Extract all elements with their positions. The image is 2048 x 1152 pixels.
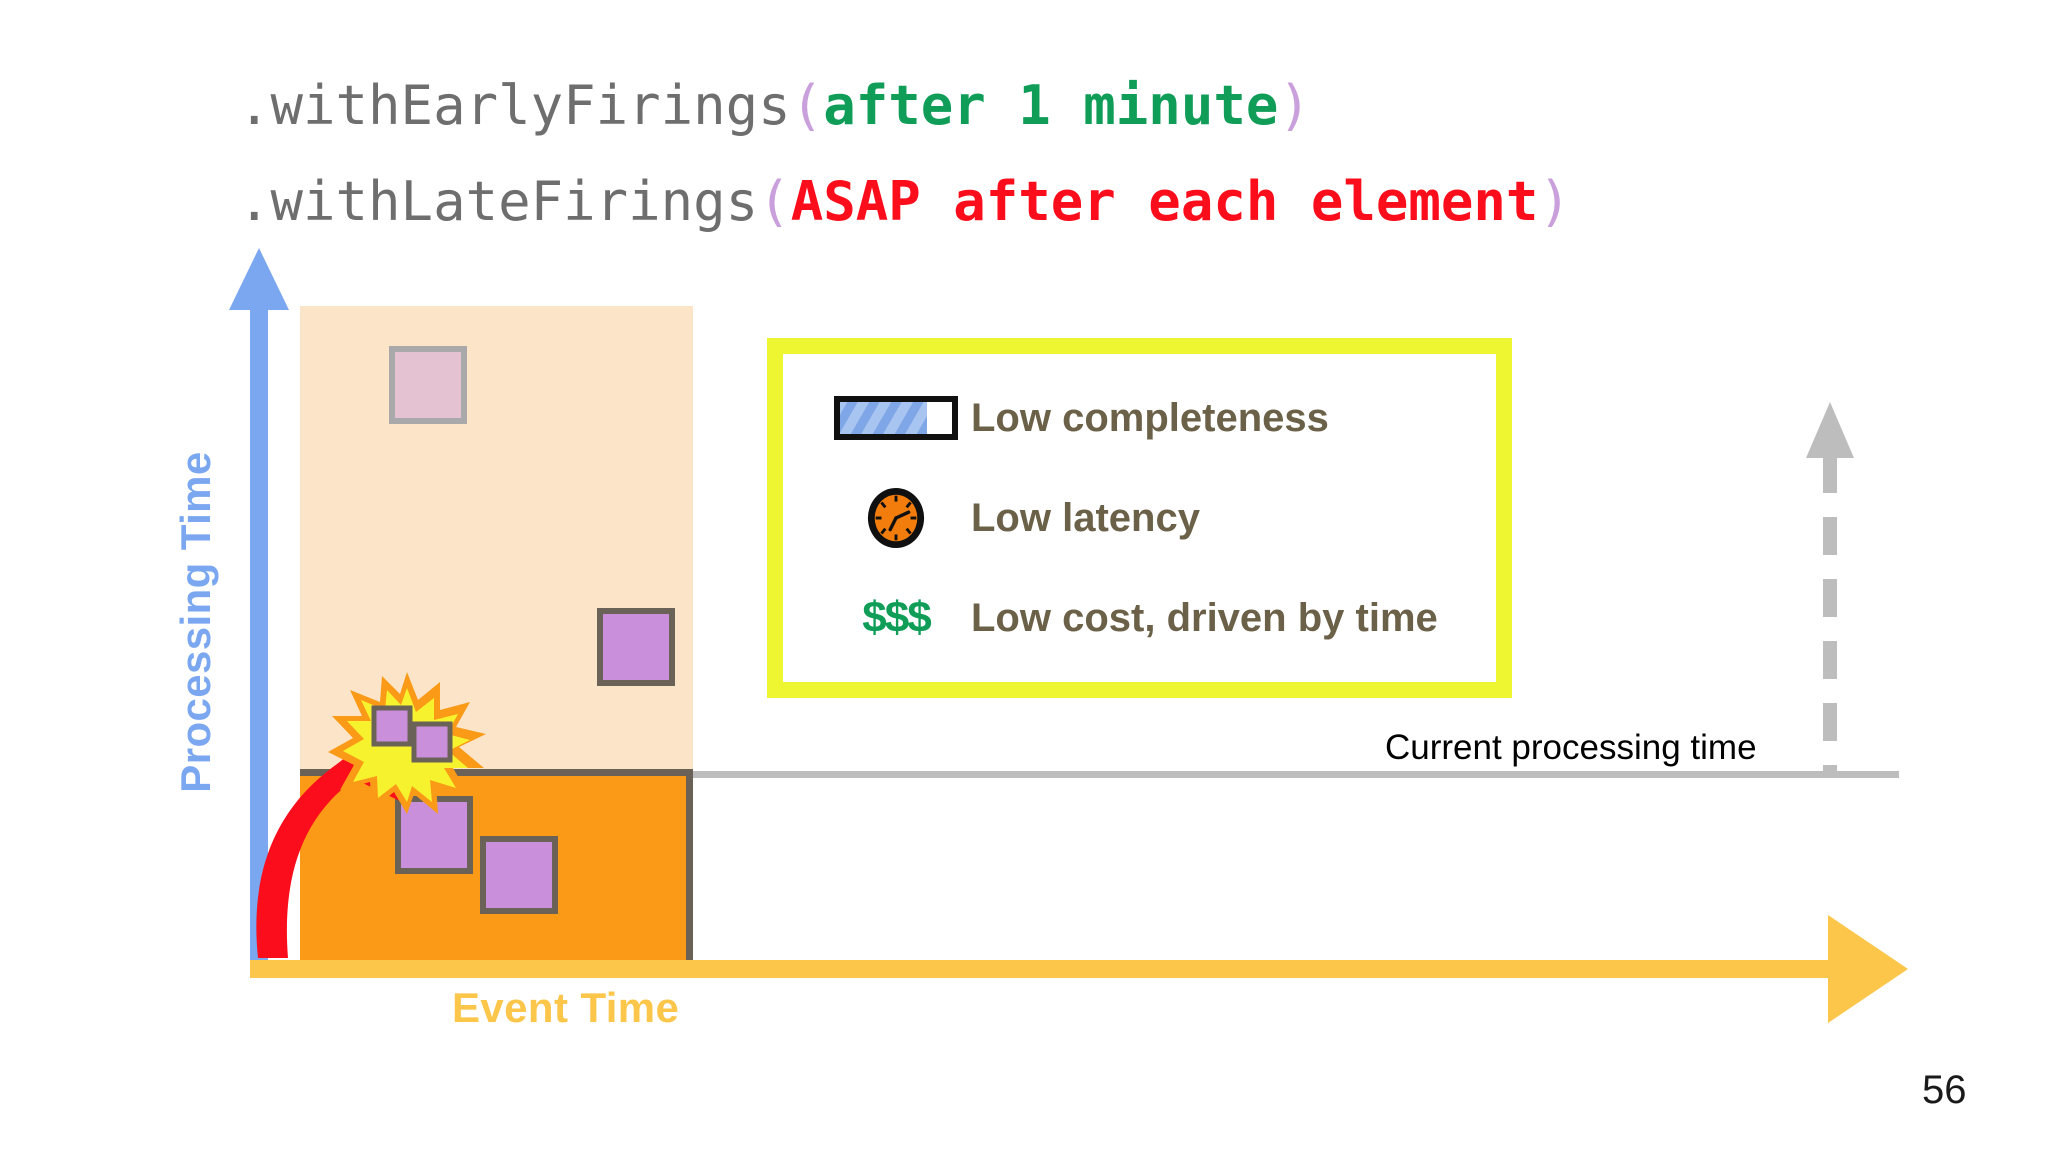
code-line-1: .withEarlyFirings(after 1 minute) bbox=[238, 74, 1311, 137]
code-snippet: .withEarlyFirings(after 1 minute) .withL… bbox=[238, 58, 1571, 250]
trigger-burst-icon bbox=[328, 672, 486, 814]
code-open-paren-2: ( bbox=[758, 170, 791, 233]
legend-label-completeness: Low completeness bbox=[971, 395, 1329, 440]
x-axis-arrowhead-icon bbox=[1828, 915, 1908, 1023]
code-method-name-1: .withEarlyFirings bbox=[238, 74, 791, 137]
dollar-icon: $$$ bbox=[862, 593, 931, 642]
code-argument-1: after 1 minute bbox=[823, 74, 1279, 137]
legend-item-cost: $$$ Low cost, driven by time bbox=[783, 580, 1496, 656]
code-close-paren-1: ) bbox=[1278, 74, 1311, 137]
code-close-paren-2: ) bbox=[1538, 170, 1571, 233]
progress-bar-fill bbox=[840, 402, 928, 434]
progress-bar-track bbox=[834, 396, 958, 440]
y-axis-label: Processing Time bbox=[172, 451, 219, 793]
page-number: 56 bbox=[1922, 1068, 1967, 1112]
current-processing-time-arrowhead-icon bbox=[1806, 402, 1854, 458]
code-line-2: .withLateFirings(ASAP after each element… bbox=[238, 170, 1571, 233]
early-firing-region bbox=[300, 306, 693, 769]
current-processing-time-line bbox=[693, 771, 1899, 778]
legend-label-cost: Low cost, driven by time bbox=[971, 595, 1438, 640]
progress-bar-icon bbox=[831, 396, 961, 440]
dollar-icon-wrapper: $$$ bbox=[831, 593, 961, 643]
clock-icon-wrapper bbox=[831, 487, 961, 549]
legend-label-latency: Low latency bbox=[971, 495, 1200, 540]
legend-item-completeness: Low completeness bbox=[783, 380, 1496, 456]
legend-box: Low completeness bbox=[767, 338, 1512, 698]
clock-icon bbox=[867, 487, 925, 549]
current-processing-time-dashed-line bbox=[1823, 455, 1837, 775]
y-axis-arrowhead-icon bbox=[229, 248, 289, 310]
current-processing-time-label: Current processing time bbox=[1385, 728, 1757, 767]
element-purple-low-2 bbox=[480, 836, 558, 914]
code-method-name-2: .withLateFirings bbox=[238, 170, 759, 233]
code-argument-2: ASAP after each element bbox=[790, 170, 1539, 233]
element-purple-mid bbox=[597, 608, 675, 686]
y-axis-line bbox=[250, 305, 268, 977]
element-pink-top bbox=[389, 346, 467, 424]
x-axis-label: Event Time bbox=[452, 984, 680, 1031]
code-open-paren-1: ( bbox=[790, 74, 824, 137]
legend-item-latency: Low latency bbox=[783, 480, 1496, 556]
x-axis-line bbox=[250, 960, 1834, 978]
